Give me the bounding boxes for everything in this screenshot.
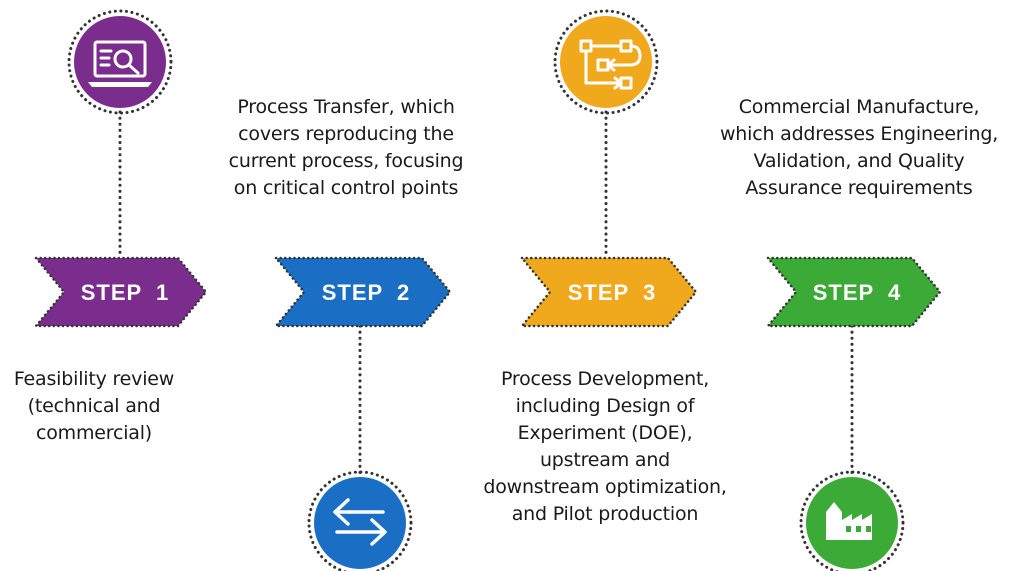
connectors: [118, 110, 854, 480]
step-3-chevron: STEP 3: [519, 256, 698, 328]
description-line: Assurance requirements: [745, 177, 973, 199]
factory-icon: [826, 502, 872, 540]
step-2-description: Process Transfer, which covers reproduci…: [210, 94, 482, 202]
process-flow-icon: [579, 39, 642, 90]
description-line: on critical control points: [233, 177, 459, 199]
description-line: current process, focusing: [228, 150, 464, 172]
description-line: Process Transfer, which: [237, 96, 455, 118]
description-line: downstream optimization,: [483, 476, 727, 498]
step-3-description: Process Development, including Design of…: [470, 366, 740, 528]
description-line: including Design of: [515, 395, 695, 417]
step-2-icon-badge: [307, 470, 413, 571]
laptop-search-icon: [88, 40, 152, 87]
description-line: upstream and: [539, 449, 671, 471]
step-3-icon-badge: [553, 9, 659, 115]
description-line: which addresses Engineering,: [719, 123, 999, 145]
description-line: covers reproducing the: [238, 123, 454, 145]
description-line: Commercial Manufacture,: [738, 96, 980, 118]
description-line: (technical and: [27, 395, 161, 417]
step-1-description: Feasibility review (technical and commer…: [0, 366, 188, 447]
step-2-chevron: STEP 2: [273, 256, 452, 328]
step-2-label: STEP 2: [322, 280, 411, 305]
step-4-label: STEP 4: [813, 280, 902, 305]
description-line: and Pilot production: [511, 503, 699, 525]
description-line: Process Development,: [500, 368, 710, 390]
description-line: Feasibility review: [13, 368, 175, 390]
description-line: commercial): [35, 422, 153, 444]
description-line: Validation, and Quality: [753, 150, 965, 172]
step-1-icon-badge: [67, 9, 173, 115]
step-4-description: Commercial Manufacture, which addresses …: [706, 94, 1012, 202]
description-line: Experiment (DOE),: [517, 422, 693, 444]
step-4-icon-badge: [799, 470, 905, 571]
transfer-arrows-icon: [333, 498, 387, 546]
step-4-chevron: STEP 4: [765, 256, 942, 328]
step-3-label: STEP 3: [568, 280, 657, 305]
step-1-chevron: STEP 1: [33, 256, 208, 328]
step-1-label: STEP 1: [81, 280, 170, 305]
